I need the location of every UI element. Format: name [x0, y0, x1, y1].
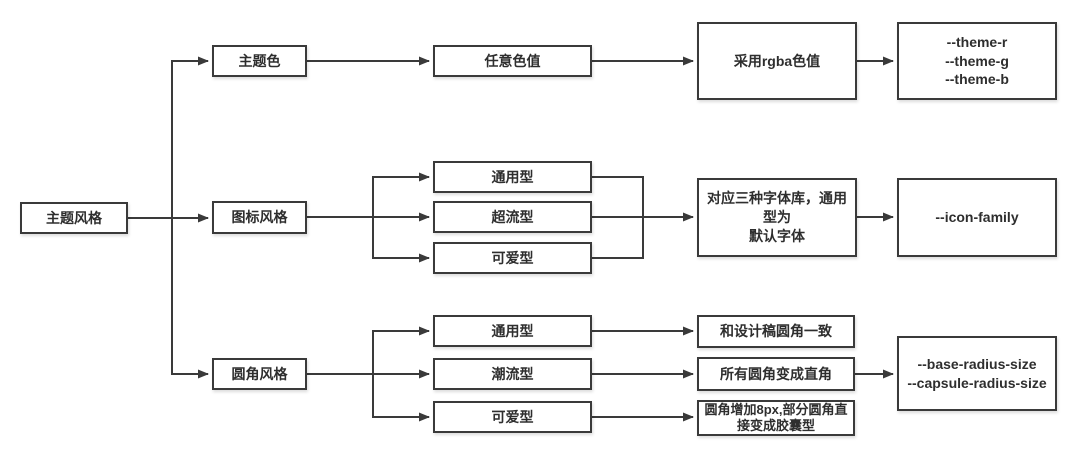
node-icon-family-var: --icon-family [897, 178, 1057, 257]
node-radius-desc-generic: 和设计稿圆角一致 [697, 315, 855, 348]
node-radius-vars: --base-radius-size --capsule-radius-size [897, 336, 1057, 411]
font-desc-line-2: 默认字体 [749, 227, 805, 244]
edge-icon-style-cute [372, 217, 430, 263]
edge-radius-style-generic [372, 326, 430, 374]
node-font-desc: 对应三种字体库，通用型为 默认字体 [697, 178, 857, 257]
edge-icon-generic-merge [592, 176, 644, 217]
edge-root-radius-style [171, 218, 209, 379]
capsule-radius-var: --capsule-radius-size [907, 374, 1047, 391]
node-radius-cute: 可爱型 [433, 401, 592, 433]
edge-root-theme-color [171, 56, 209, 218]
node-radius-desc-cute: 圆角增加8px,部分圆角直 接变成胶囊型 [697, 400, 855, 436]
node-theme-color: 主题色 [212, 45, 307, 77]
node-any-color: 任意色值 [433, 45, 592, 77]
node-root: 主题风格 [20, 202, 128, 234]
node-icon-super: 超流型 [433, 201, 592, 233]
node-radius-generic: 通用型 [433, 315, 592, 347]
base-radius-var: --base-radius-size [917, 355, 1037, 372]
theme-var-g: --theme-g [945, 52, 1009, 69]
edge-radius-style-cute [372, 374, 430, 422]
edge-icon-cute-merge [592, 217, 644, 259]
node-radius-trend: 潮流型 [433, 358, 592, 390]
radius-desc-cute-line-2: 接变成胶囊型 [736, 418, 815, 433]
node-icon-cute: 可爱型 [433, 242, 592, 274]
node-icon-style: 图标风格 [212, 201, 307, 234]
node-icon-generic: 通用型 [433, 161, 592, 193]
node-theme-vars: --theme-r --theme-g --theme-b [897, 22, 1057, 100]
font-desc-line-1: 对应三种字体库，通用型为 [707, 190, 847, 226]
edge-icon-style-generic [372, 172, 430, 217]
node-rgba-value: 采用rgba色值 [697, 22, 857, 100]
node-radius-style: 圆角风格 [212, 358, 307, 390]
radius-desc-cute-line-1: 圆角增加8px,部分圆角直 [704, 401, 848, 417]
theme-var-r: --theme-r [946, 33, 1008, 50]
node-radius-desc-trend: 所有圆角变成直角 [697, 357, 855, 391]
theme-var-b: --theme-b [945, 71, 1009, 88]
